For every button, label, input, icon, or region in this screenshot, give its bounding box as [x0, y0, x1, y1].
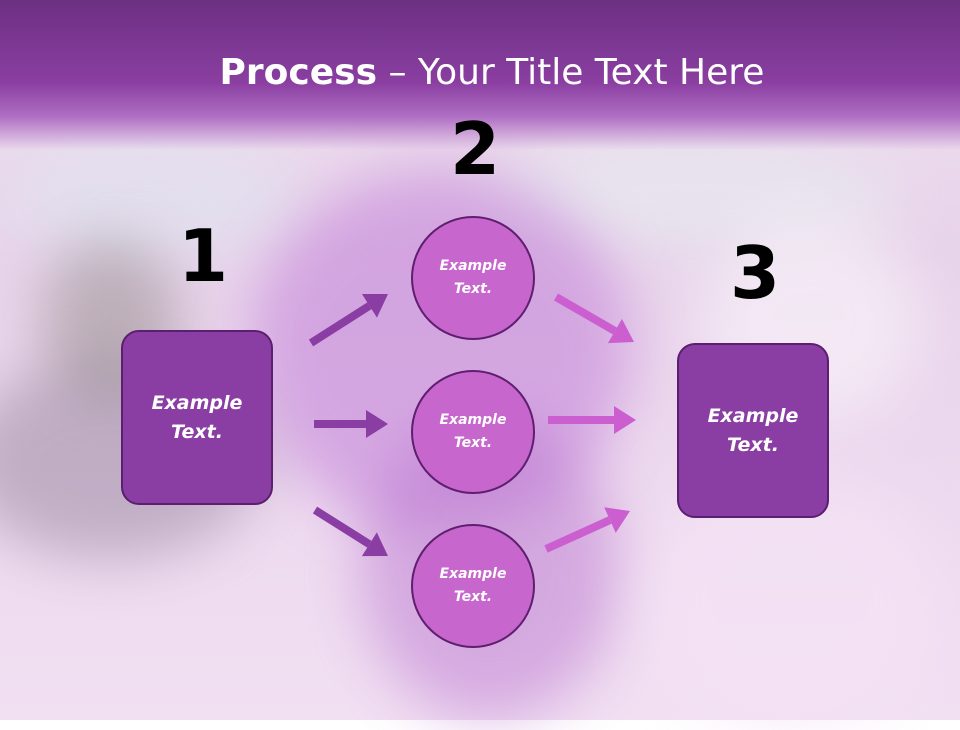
box-text-line: Text.	[727, 433, 779, 456]
arrow-right-head	[366, 410, 388, 438]
arrow-converge-down-shaft	[554, 293, 617, 335]
box-text-line: Example	[707, 404, 799, 427]
circle-text-line: Text.	[453, 589, 493, 605]
box-text-line: Text.	[171, 420, 223, 443]
arrow-right-up-shaft	[308, 302, 372, 347]
arrow-converge-head	[614, 406, 636, 434]
arrow-right-up-head	[361, 294, 388, 318]
blur-highlight	[0, 140, 300, 260]
circle-text-line: Example	[439, 258, 507, 274]
slide-title: Process – Your Title Text Here	[0, 52, 960, 93]
arrow-converge-up-head	[604, 507, 630, 533]
arrow-right-down-shaft	[312, 506, 372, 548]
arrow-right-down-head	[361, 532, 388, 557]
title-bar	[0, 0, 960, 150]
circle-text-line: Text.	[453, 435, 493, 451]
title-bold: Process	[219, 52, 378, 93]
title-rest: – Your Title Text Here	[377, 52, 765, 93]
arrow-converge-down-head	[607, 318, 634, 344]
circle-text-line: Text.	[453, 281, 493, 297]
circle-text-line: Example	[439, 566, 507, 582]
step-number-3: 3	[730, 231, 781, 315]
box-text-line: Example	[151, 391, 243, 414]
step-number-1: 1	[178, 214, 229, 298]
step-number-2: 2	[450, 107, 501, 191]
arrow-converge-up-shaft	[544, 516, 612, 553]
circle-text-line: Example	[439, 412, 507, 428]
